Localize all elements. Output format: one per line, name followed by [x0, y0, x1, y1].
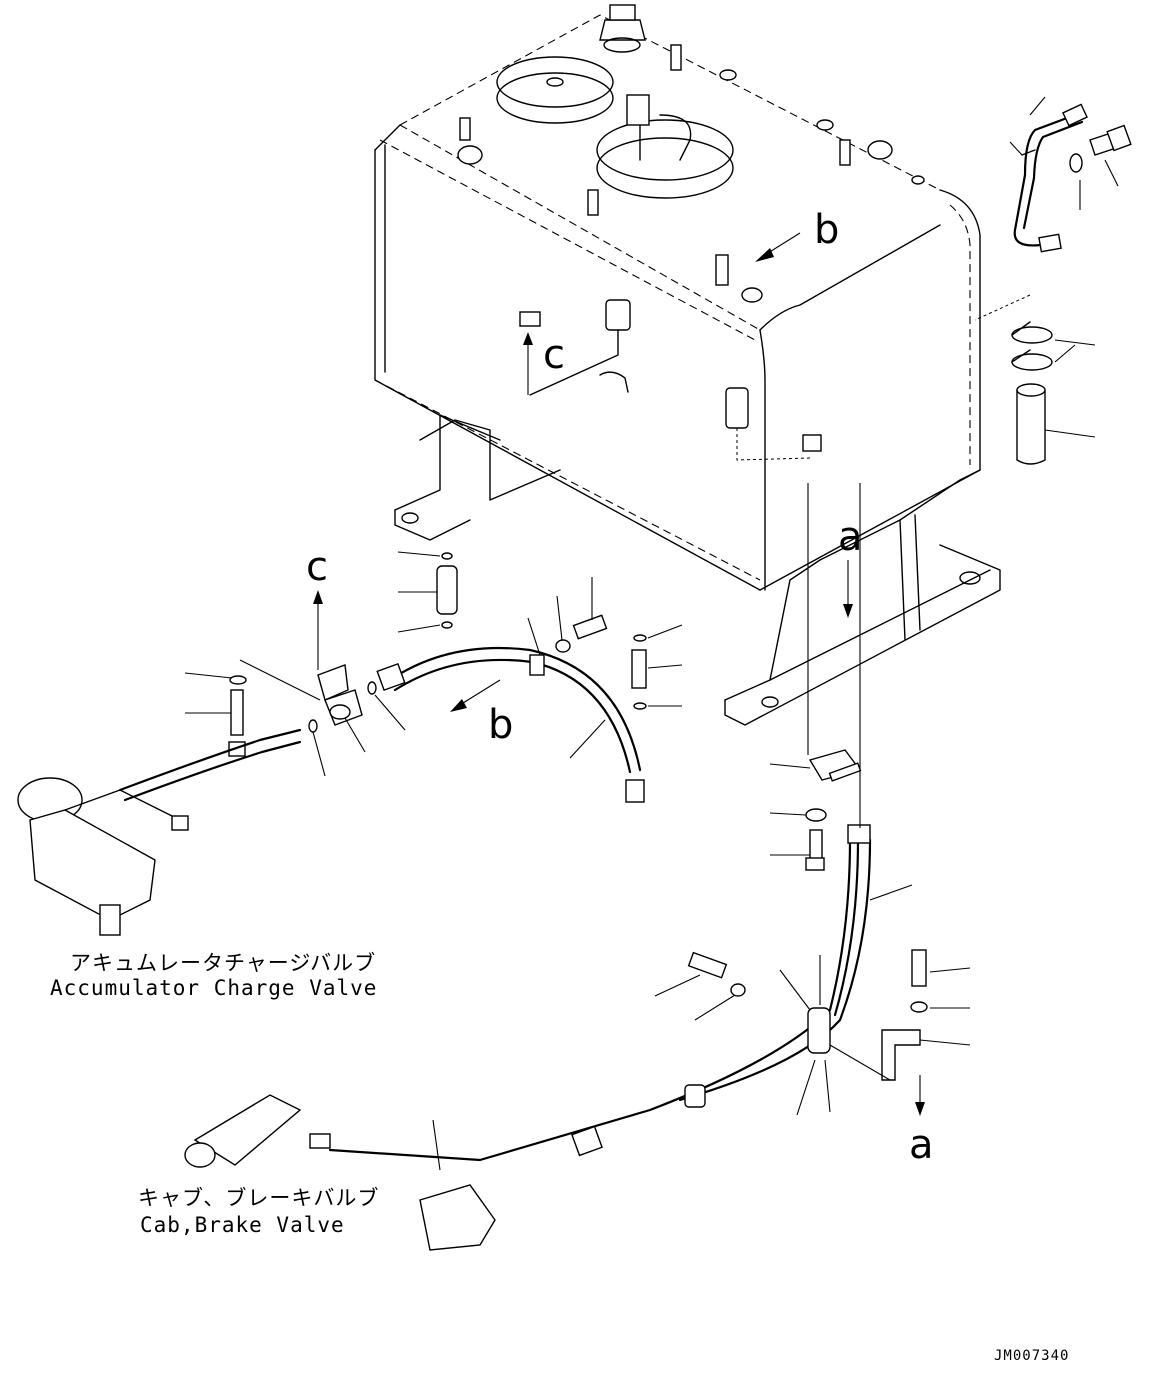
arrow-c-top — [523, 332, 533, 345]
arrow-c-left — [313, 590, 323, 604]
arrow-b-mid — [450, 699, 467, 712]
leader-lines — [184, 96, 1119, 1171]
arrow-a-top — [843, 604, 853, 618]
view-label-a-bottom: a — [909, 1122, 934, 1168]
hydraulic-tank — [374, 4, 1001, 726]
accumulator-charge-valve-label-jp: アキュムレータチャージバルブ — [70, 951, 376, 975]
suction-pipe-assembly — [974, 103, 1132, 465]
cab-brake-valve-label-en: Cab,Brake Valve — [140, 1213, 345, 1237]
view-label-b-mid: b — [488, 702, 513, 748]
view-label-a-top: a — [838, 514, 863, 560]
brake-hoses — [184, 749, 928, 1251]
arrow-b-top — [755, 248, 774, 262]
cab-brake-valve-label-jp: キャブ、ブレーキバルブ — [138, 1186, 379, 1210]
view-label-b-top: b — [814, 207, 839, 253]
block-and-hoses — [17, 552, 647, 936]
view-label-c-top: c — [543, 332, 565, 378]
drawing-code: JM007340 — [994, 1348, 1069, 1364]
view-label-c-left: c — [306, 544, 328, 590]
view-arrows — [313, 232, 925, 1116]
accumulator-charge-valve-label-en: Accumulator Charge Valve — [50, 976, 377, 1000]
arrow-a-bottom — [915, 1102, 925, 1116]
